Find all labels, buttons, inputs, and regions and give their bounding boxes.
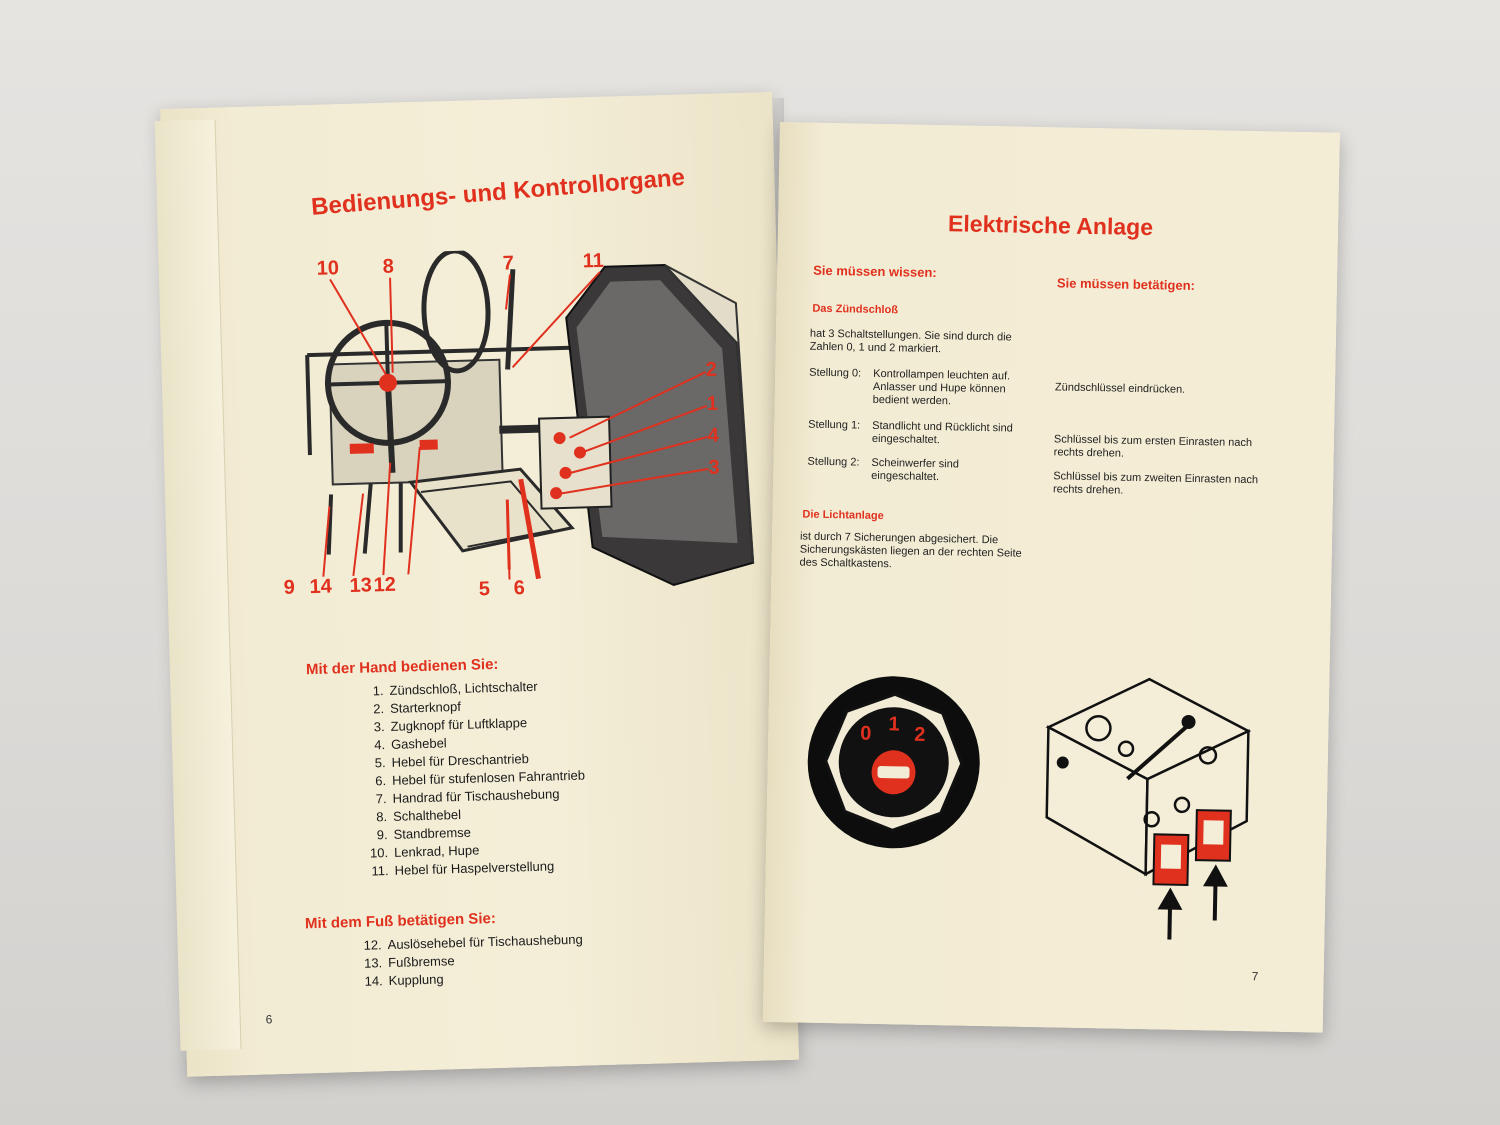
position-2-label: Stellung 2: [807,455,860,469]
callout-6: 6 [513,577,525,599]
callout-3: 3 [708,457,720,479]
position-2-text: Scheinwerfer sind eingeschaltet. [871,456,960,484]
callout-11: 11 [582,250,604,273]
ignition-heading: Das Zündschloß [812,302,899,317]
position-2-action: Schlüssel bis zum zweiten Einrasten nach… [1052,470,1259,497]
ignition-text: hat 3 Schaltstellungen. Sie sind durch d… [809,327,1012,356]
position-1-action: Schlüssel bis zum ersten Einrasten nach … [1053,433,1253,460]
callout-7: 7 [502,252,514,274]
light-text: ist durch 7 Sicherungen abgesichert. Die… [799,530,1022,571]
position-1-text: Standlicht und Rücklicht sind eingeschal… [871,419,1013,447]
position-0-text: Kontrollampen leuchten auf. Anlasser und… [872,367,1011,408]
dashboard-box [505,264,755,586]
console-body [328,358,504,486]
left-page-title: Bedienungs- und Kontrollorgane [310,163,686,221]
foot-heading: Mit dem Fuß betätigen Sie: [304,910,497,933]
callout-8: 8 [382,256,394,278]
col-left-heading: Sie müssen wissen: [813,262,937,281]
right-page-title: Elektrische Anlage [947,210,1154,241]
callout-2: 2 [705,359,717,381]
callout-14: 14 [309,575,333,598]
callout-13: 13 [349,574,372,597]
handwheel [421,248,491,374]
fuse-box-diagram [1045,677,1252,940]
callout-9: 9 [283,577,295,599]
position-1-label: Stellung 1: [808,418,861,432]
dial-label-2: 2 [914,724,926,746]
right-page: Elektrische Anlage Sie müssen wissen: Si… [762,122,1340,1033]
callout-1: 1 [706,393,718,415]
light-heading: Die Lichtanlage [802,508,884,523]
callout-10: 10 [316,257,339,280]
callout-5: 5 [478,578,490,600]
foot-list: 12.Auslösehebel für Tischaushebung 13.Fu… [359,932,584,992]
callout-4: 4 [707,425,720,447]
dial-label-0: 0 [860,723,872,745]
ignition-dial: 0 1 2 [807,676,980,849]
callout-12: 12 [373,574,396,597]
hand-list: 1.Zündschloß, Lichtschalter 2.Starterkno… [361,678,587,882]
page-number-right: 7 [1251,969,1259,984]
hand-heading: Mit der Hand bedienen Sie: [305,655,499,679]
controls-diagram: 10 8 7 11 2 1 4 3 9 14 13 12 5 6 [283,248,755,600]
position-0-action: Zündschlüssel eindrücken. [1054,381,1186,396]
left-page: Bedienungs- und Kontrollorgane [160,92,800,1077]
page-number-left: 6 [265,1012,273,1027]
dial-label-1: 1 [888,713,900,735]
col-right-heading: Sie müssen betätigen: [1056,275,1196,293]
position-0-label: Stellung 0: [809,366,862,380]
